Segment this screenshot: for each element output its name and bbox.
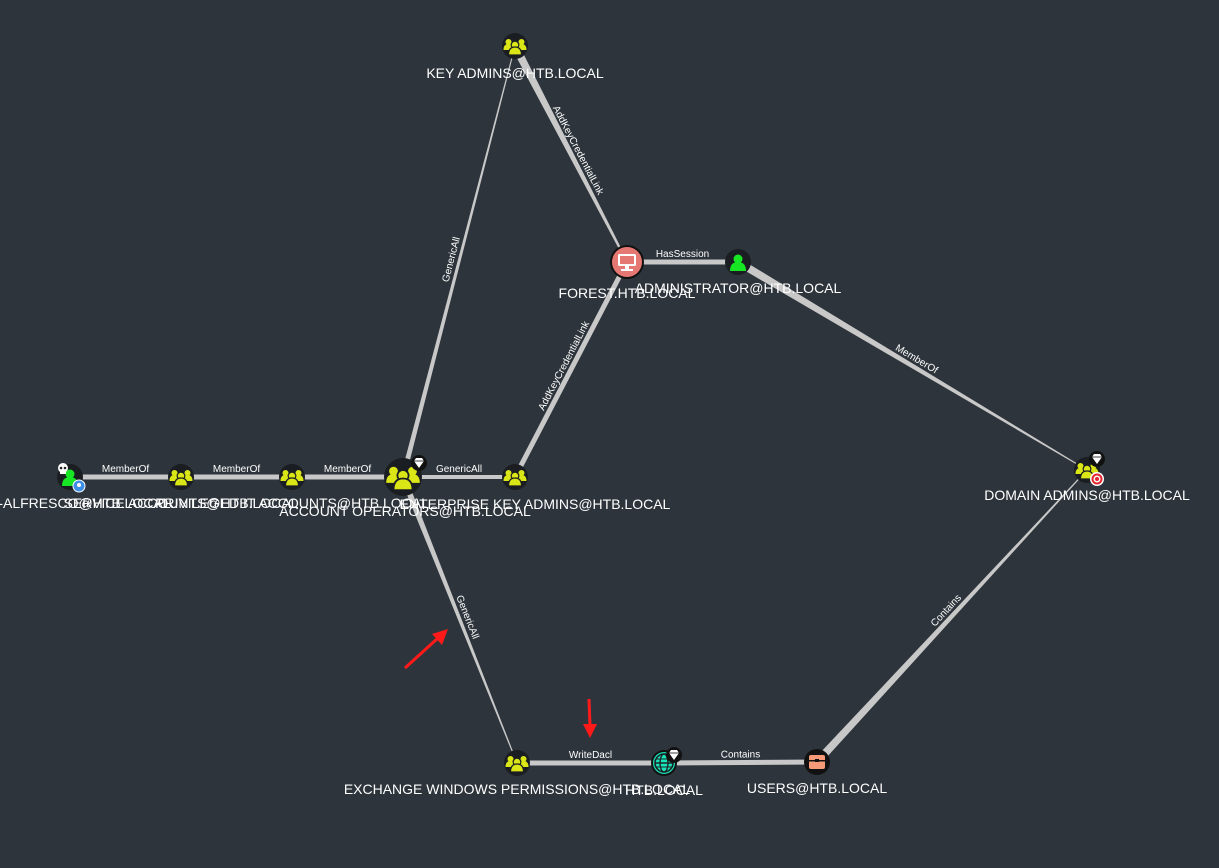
location-pin-icon <box>72 479 86 493</box>
edge-label: Contains <box>721 749 761 760</box>
edge-line <box>735 258 1088 471</box>
node-exchange-windows-permissions[interactable]: EXCHANGE WINDOWS PERMISSIONS@HTB.LOCAL <box>344 750 691 797</box>
group-icon <box>505 756 529 773</box>
edge-label: HasSession <box>656 249 709 260</box>
high-value-gem-icon <box>411 455 427 471</box>
group-icon <box>386 466 420 492</box>
edge-service_accounts-privileged_it[interactable]: MemberOf <box>181 464 292 480</box>
node-label: SERVICE ACCOUNTS@HTB.LOCAL <box>64 495 299 511</box>
node-label: FOREST.HTB.LOCAL <box>559 285 696 301</box>
edge-label: MemberOf <box>213 464 260 475</box>
group-icon <box>280 470 304 487</box>
node-label: EXCHANGE WINDOWS PERMISSIONS@HTB.LOCAL <box>344 781 691 797</box>
user-icon <box>730 254 746 271</box>
high-value-gem-icon <box>1089 451 1105 467</box>
edge-line <box>814 469 1088 765</box>
edge-svc_alfresco-service_accounts[interactable]: MemberOf <box>70 464 181 480</box>
node-service-accounts[interactable]: SERVICE ACCOUNTS@HTB.LOCAL <box>64 464 299 511</box>
nodes-layer: KEY ADMINS@HTB.LOCAL FOREST.HTB.LOCALADMI… <box>0 33 1190 798</box>
node-label: HTB.LOCAL <box>625 782 703 798</box>
high-value-gem-icon <box>666 747 682 763</box>
group-icon <box>503 470 527 487</box>
node-label: SVC-ALFRESCO@HTB.LOCAL <box>0 495 171 511</box>
target-icon <box>1090 472 1104 486</box>
annotation-arrows <box>403 629 597 738</box>
computer-icon <box>618 254 636 271</box>
node-label: USERS@HTB.LOCAL <box>747 780 887 796</box>
edge-label: AddKeyCredentialLink <box>550 104 606 198</box>
box-icon <box>809 755 825 769</box>
edge-forest-administrator[interactable]: HasSession <box>627 249 738 265</box>
skull-icon <box>58 463 68 474</box>
group-icon <box>169 470 193 487</box>
node-label: KEY ADMINS@HTB.LOCAL <box>426 65 604 81</box>
edge-line <box>400 475 518 764</box>
node-key-admins[interactable]: KEY ADMINS@HTB.LOCAL <box>426 33 604 81</box>
edge-users-domain_admins[interactable]: Contains <box>814 469 1088 765</box>
edge-label: MemberOf <box>324 464 371 475</box>
edge-label: MemberOf <box>102 464 149 475</box>
node-privileged-it[interactable]: PRIVILEGED IT ACCOUNTS@HTB.LOCAL <box>155 464 429 511</box>
edge-line <box>663 759 818 766</box>
node-account-operators[interactable]: ACCOUNT OPERATORS@HTB.LOCAL <box>279 455 531 519</box>
edge-label: WriteDacl <box>569 750 612 761</box>
node-label: ADMINISTRATOR@HTB.LOCAL <box>635 280 842 296</box>
edge-label: AddKeyCredentialLink <box>537 319 593 413</box>
globe-icon <box>654 753 674 773</box>
red-arrow-icon <box>583 698 597 738</box>
edge-htb_local-users[interactable]: Contains <box>663 749 818 766</box>
node-domain-admins[interactable]: DOMAIN ADMINS@HTB.LOCAL <box>984 451 1190 503</box>
edges-layer: AddKeyCredentialLinkHasSessionMemberOfGe… <box>70 44 1088 766</box>
red-arrow-icon <box>403 629 448 670</box>
node-enterprise-key-admins[interactable]: ENTERPRISE KEY ADMINS@HTB.LOCAL <box>400 464 671 512</box>
edge-label: GenericAll <box>436 464 482 475</box>
edge-line <box>512 260 630 479</box>
node-forest[interactable]: FOREST.HTB.LOCAL <box>559 245 696 301</box>
edge-line <box>400 45 516 478</box>
node-label: DOMAIN ADMINS@HTB.LOCAL <box>984 487 1190 503</box>
node-users[interactable]: USERS@HTB.LOCAL <box>747 749 887 796</box>
edge-exchange_windows_permissions-htb_local[interactable]: WriteDacl <box>517 750 664 766</box>
node-label: PRIVILEGED IT ACCOUNTS@HTB.LOCAL <box>155 495 429 511</box>
node-htb-local[interactable]: HTB.LOCAL <box>625 747 703 798</box>
edge-line <box>511 44 628 263</box>
node-label: ACCOUNT OPERATORS@HTB.LOCAL <box>279 503 531 519</box>
node-svc-alfresco[interactable]: SVC-ALFRESCO@HTB.LOCAL <box>0 463 171 511</box>
node-label: ENTERPRISE KEY ADMINS@HTB.LOCAL <box>400 496 671 512</box>
edge-account_operators-key_admins[interactable]: GenericAll <box>400 45 516 478</box>
group-icon <box>503 39 527 56</box>
node-administrator[interactable]: ADMINISTRATOR@HTB.LOCAL <box>635 249 842 296</box>
